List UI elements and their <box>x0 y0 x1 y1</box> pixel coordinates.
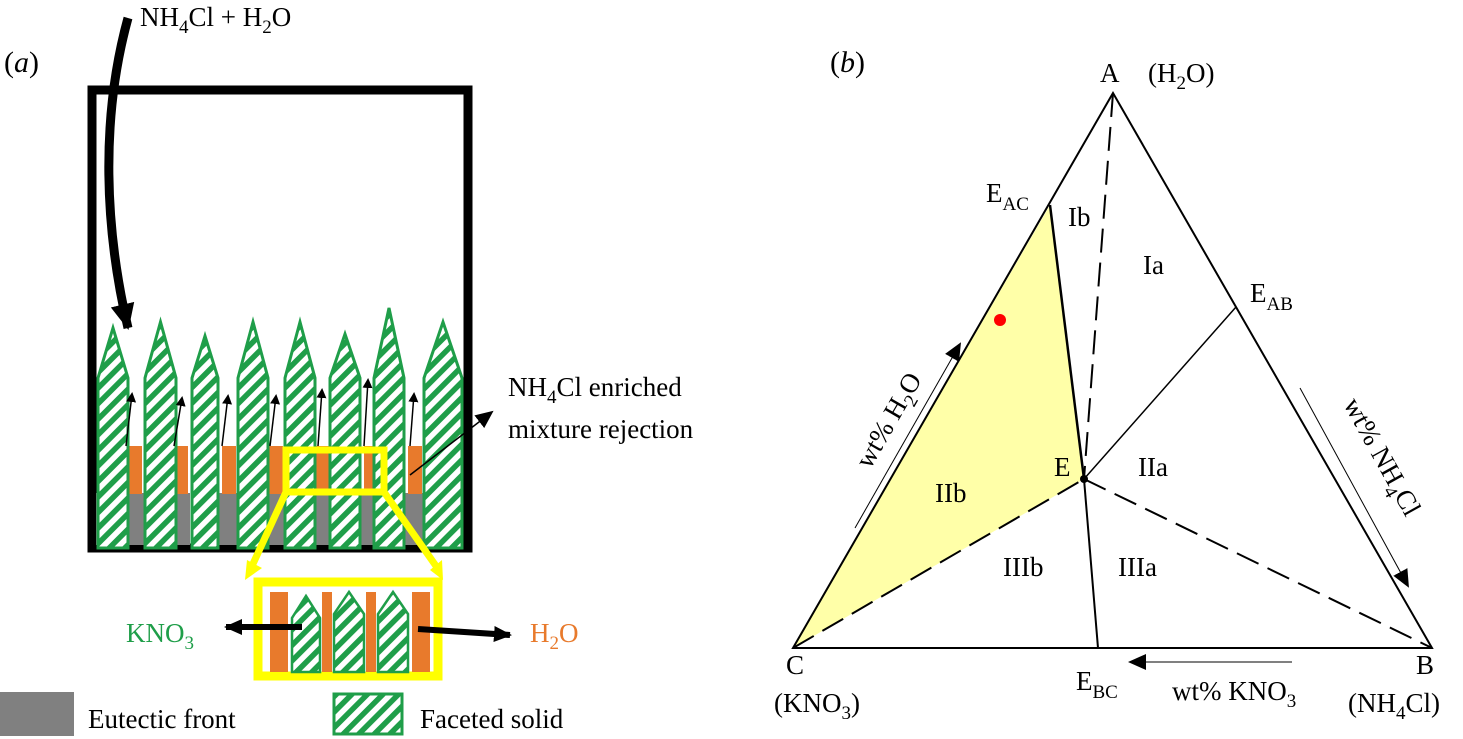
rejection-label-line2: mixture rejection <box>508 414 694 444</box>
faceted-spike <box>96 322 130 550</box>
eutectic-eab-label: EAB <box>1250 278 1293 315</box>
axis-h2o-arrow <box>854 342 961 529</box>
axis-kno3-label: wt% KNO3 <box>1172 676 1296 712</box>
eutectic-eac-label: EAC <box>986 178 1029 215</box>
rejection-arrow <box>173 396 186 447</box>
vertex-a-label: A <box>1100 58 1120 88</box>
region-iib-shading <box>793 205 1084 648</box>
a-e-tieline <box>1083 92 1114 480</box>
vertex-a-composition: (H2O) <box>1148 58 1215 94</box>
zoom-liquid-band <box>270 592 288 672</box>
zoom-funnel-right <box>381 489 439 569</box>
liquid-band <box>128 446 142 494</box>
ternary-eutectic-point <box>1080 475 1088 483</box>
vertex-b-composition: (NH4Cl) <box>1348 688 1440 724</box>
liquid-band <box>222 446 236 494</box>
c-e-tieline <box>792 478 1085 649</box>
rejection-arrow <box>408 392 419 447</box>
vertex-c-composition: (KNO3) <box>774 688 860 724</box>
legend-eutectic-swatch <box>0 692 74 736</box>
zoom-funnel-tip-right <box>430 560 443 580</box>
zoom-funnel-tip-left <box>245 560 262 580</box>
legend-faceted-label: Faceted solid <box>420 704 564 734</box>
rejection-arrow <box>316 388 327 447</box>
vertex-b-label: B <box>1416 650 1434 680</box>
faceted-spike <box>283 316 317 550</box>
liquid-band <box>316 446 330 494</box>
region-label-iia: IIa <box>1138 452 1168 482</box>
panel-a-label: (a) <box>4 46 39 79</box>
region-label-ia: Ia <box>1143 250 1164 280</box>
faceted-spike <box>236 316 270 550</box>
h2o-arrow <box>417 625 512 642</box>
e-b-tieline <box>1083 478 1433 649</box>
feed-arrow <box>104 16 135 330</box>
liquid-band <box>269 446 283 494</box>
liquid-band <box>408 446 422 494</box>
rejection-pointer <box>409 410 494 476</box>
eutectic-e-label: E <box>1054 452 1071 482</box>
zoom-highlight-box <box>282 446 388 496</box>
faceted-spike <box>143 316 178 550</box>
e-ebc-boundary <box>1083 478 1099 649</box>
panel-a: (a) NH4Cl + H2O KNO3 H2O NH4Cl enriched … <box>0 2 694 736</box>
faceted-spike <box>190 330 220 550</box>
rejection-arrows <box>125 378 419 447</box>
faceted-spike <box>422 317 464 550</box>
zoom-liquid-band <box>322 592 332 672</box>
region-label-iib: IIb <box>935 478 966 508</box>
rejection-label-line1: NH4Cl enriched <box>508 372 682 408</box>
region-label-iiia: IIIa <box>1118 552 1157 582</box>
zoom-liquid-band <box>366 592 376 672</box>
kno3-label: KNO3 <box>126 618 194 654</box>
eutectic-ebc-label: EBC <box>1076 666 1118 703</box>
composition-marker <box>994 314 1006 326</box>
vertex-c-label: C <box>786 650 804 680</box>
region-label-iiib: IIIb <box>1003 552 1043 582</box>
zoom-faceted-spike <box>332 589 366 674</box>
rejection-arrow <box>362 378 373 447</box>
zoom-faceted-spike <box>376 589 410 674</box>
inlet-label: NH4Cl + H2O <box>140 2 291 38</box>
axis-nh4cl-label: wt% NH4Cl <box>1333 392 1428 523</box>
rejection-arrow <box>269 394 281 447</box>
legend-faceted-swatch <box>332 692 404 736</box>
faceted-spike <box>328 329 362 550</box>
zoom-funnel-left <box>248 490 290 568</box>
ternary-triangle <box>791 90 1434 649</box>
region-label-ib: Ib <box>1068 202 1091 232</box>
rejection-arrow <box>125 392 137 447</box>
panel-b: (b) A (H2O) C (KNO3) B (NH4Cl) EAC EAB E… <box>774 46 1440 724</box>
container-box <box>87 85 473 553</box>
axis-nh4cl-arrow <box>1299 387 1409 588</box>
eab-e-boundary <box>1083 306 1237 480</box>
eac-e-boundary <box>1048 204 1086 480</box>
panel-b-label: (b) <box>830 46 865 79</box>
rejection-arrow <box>221 394 233 447</box>
legend-eutectic-label: Eutectic front <box>88 704 236 734</box>
h2o-label: H2O <box>530 618 579 654</box>
